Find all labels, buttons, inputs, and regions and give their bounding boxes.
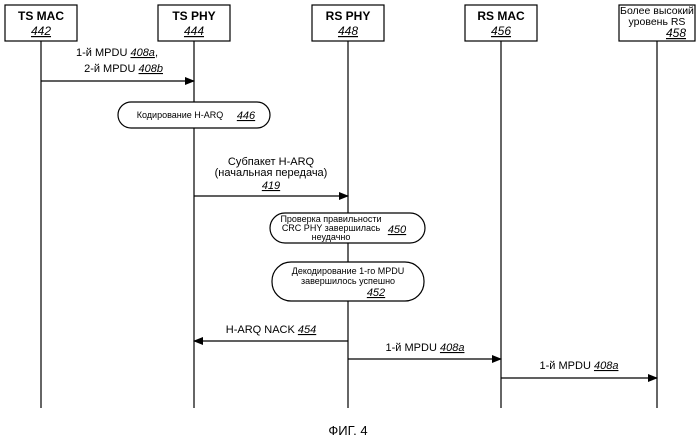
process-crc-check-failed: Проверка правильности CRC PHY завершилас… [270, 213, 425, 243]
participant-number: 442 [31, 24, 51, 38]
process-mpdu-decoding-succeeded: Декодирование 1-го MPDU завершилось успе… [272, 262, 424, 301]
message-number: 419 [262, 180, 280, 192]
figure-caption: ФИГ. 4 [328, 423, 367, 438]
process-number: 446 [237, 110, 256, 122]
message-label: 1-й MPDU 408a [540, 360, 619, 372]
participant-ts-phy: TS PHY 444 [158, 5, 230, 41]
process-harq-encoding: Кодирование H-ARQ 446 [118, 102, 270, 128]
participant-number: 448 [338, 24, 358, 38]
process-label: Кодирование H-ARQ [137, 110, 224, 120]
message-mpdu-to-higher-layer: 1-й MPDU 408a [501, 360, 657, 378]
message-label: H-ARQ NACK 454 [226, 324, 316, 336]
participant-ts-mac: TS MAC 442 [5, 5, 77, 41]
message-label: 1-й MPDU 408a [386, 342, 465, 354]
participant-name: RS PHY [326, 9, 371, 23]
message-label-line1: 1-й MPDU 408a, [76, 47, 158, 59]
message-label-line2: 2-й MPDU 408b [84, 63, 163, 75]
message-mpdu-to-rs-mac: 1-й MPDU 408a [348, 342, 501, 359]
message-label-line2: (начальная передача) [215, 167, 328, 179]
process-number: 452 [367, 287, 385, 299]
participant-number: 456 [491, 24, 511, 38]
participant-name: TS MAC [18, 9, 64, 23]
participant-name: TS PHY [172, 9, 215, 23]
process-number: 450 [388, 224, 407, 236]
process-label-line3: неудачно [312, 232, 351, 242]
participant-number: 444 [184, 24, 204, 38]
participant-number: 458 [666, 26, 686, 40]
process-label-line2: завершилось успешно [301, 276, 395, 286]
message-mpdu-pair: 1-й MPDU 408a, 2-й MPDU 408b [41, 47, 194, 81]
message-harq-subpacket: Субпакет H-ARQ (начальная передача) 419 [194, 156, 348, 196]
participant-rs-phy: RS PHY 448 [312, 5, 384, 41]
participant-rs-mac: RS MAC 456 [465, 5, 537, 41]
message-harq-nack: H-ARQ NACK 454 [194, 324, 348, 341]
participant-name: RS MAC [477, 9, 525, 23]
process-label-line1: Декодирование 1-го MPDU [292, 266, 405, 276]
participant-rs-higher-layer: Более высокий уровень RS 458 [619, 5, 695, 41]
